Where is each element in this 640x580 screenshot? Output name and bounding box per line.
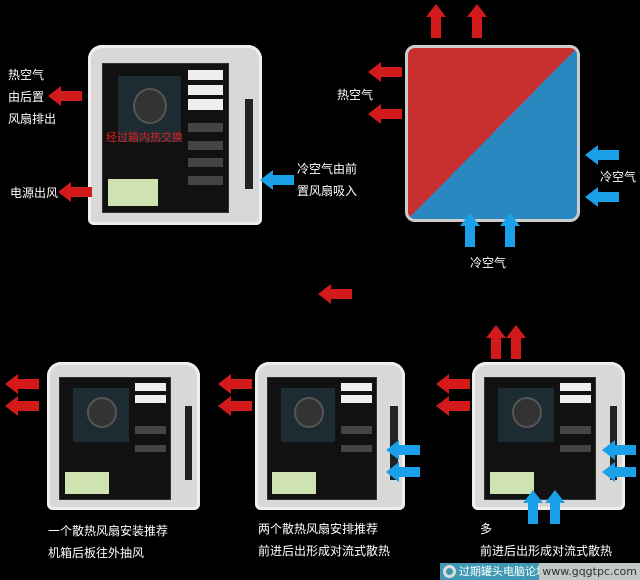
exhaust-up-arrow-icon: [506, 325, 526, 359]
case-heat-split: [405, 45, 580, 222]
hot-air-arrow-icon: [48, 86, 82, 106]
hot-air-rear-label-2: 由后置: [8, 90, 45, 104]
exhaust-up-arrow-icon: [486, 325, 506, 359]
case-multi-fans: [472, 362, 625, 510]
exhaust-arrow-icon: [218, 396, 252, 416]
caption-multi-fans-1: 多: [480, 522, 493, 536]
watermark-name: 过期罐头电脑论坛: [459, 565, 547, 578]
forum-logo-icon: [443, 565, 456, 578]
cold-air-bottom-label: 冷空气: [470, 256, 507, 270]
middle-left-arrow-icon: [318, 284, 352, 304]
case-annotated: 经过箱内热交换: [88, 45, 262, 225]
intake-arrow-icon: [602, 440, 636, 460]
intake-arrow-icon: [386, 462, 420, 482]
hot-air-rear-label-1: 热空气: [8, 68, 45, 82]
cold-air-front-label-1: 冷空气由前: [297, 162, 358, 176]
exhaust-arrow-icon: [436, 396, 470, 416]
caption-one-fan-2: 机箱后板往外抽风: [48, 546, 145, 560]
exhaust-arrow-icon: [218, 374, 252, 394]
exhaust-arrow-icon: [436, 374, 470, 394]
intake-arrow-icon: [585, 187, 619, 207]
watermark-url: www.gqgtpc.com: [539, 563, 640, 580]
caption-two-fans-2: 前进后出形成对流式散热: [258, 544, 391, 558]
psu-exhaust-label: 电源出风: [10, 186, 59, 200]
exhaust-up-arrow-icon: [426, 4, 446, 38]
caption-two-fans-1: 两个散热风扇安排推荐: [258, 522, 379, 536]
intake-arrow-icon: [602, 462, 636, 482]
exhaust-arrow-icon: [5, 374, 39, 394]
hot-air-label: 热空气: [337, 88, 374, 102]
exhaust-arrow-icon: [5, 396, 39, 416]
intake-up-arrow-icon: [460, 213, 480, 247]
cold-air-arrow-icon: [260, 170, 294, 190]
case-two-fans: [255, 362, 405, 510]
intake-up-arrow-icon: [500, 213, 520, 247]
intake-up-arrow-icon: [545, 490, 565, 524]
intake-arrow-icon: [585, 145, 619, 165]
exhaust-up-arrow-icon: [467, 4, 487, 38]
intake-up-arrow-icon: [523, 490, 543, 524]
cold-air-front-label-2: 置风扇吸入: [297, 184, 358, 198]
case-one-fan: [47, 362, 200, 510]
cold-air-right-label: 冷空气: [600, 170, 637, 184]
exhaust-left-arrow-icon: [368, 104, 402, 124]
caption-one-fan-1: 一个散热风扇安装推荐: [48, 524, 169, 538]
intake-arrow-icon: [386, 440, 420, 460]
psu-exhaust-arrow-icon: [58, 182, 92, 202]
watermark: 过期罐头电脑论坛 www.gqgtpc.com: [440, 563, 640, 580]
caption-multi-fans-2: 前进后出形成对流式散热: [480, 544, 613, 558]
hot-air-rear-label-3: 风扇排出: [8, 112, 57, 126]
exhaust-left-arrow-icon: [368, 62, 402, 82]
inside-exchange-label: 经过箱内热交换: [106, 131, 183, 144]
